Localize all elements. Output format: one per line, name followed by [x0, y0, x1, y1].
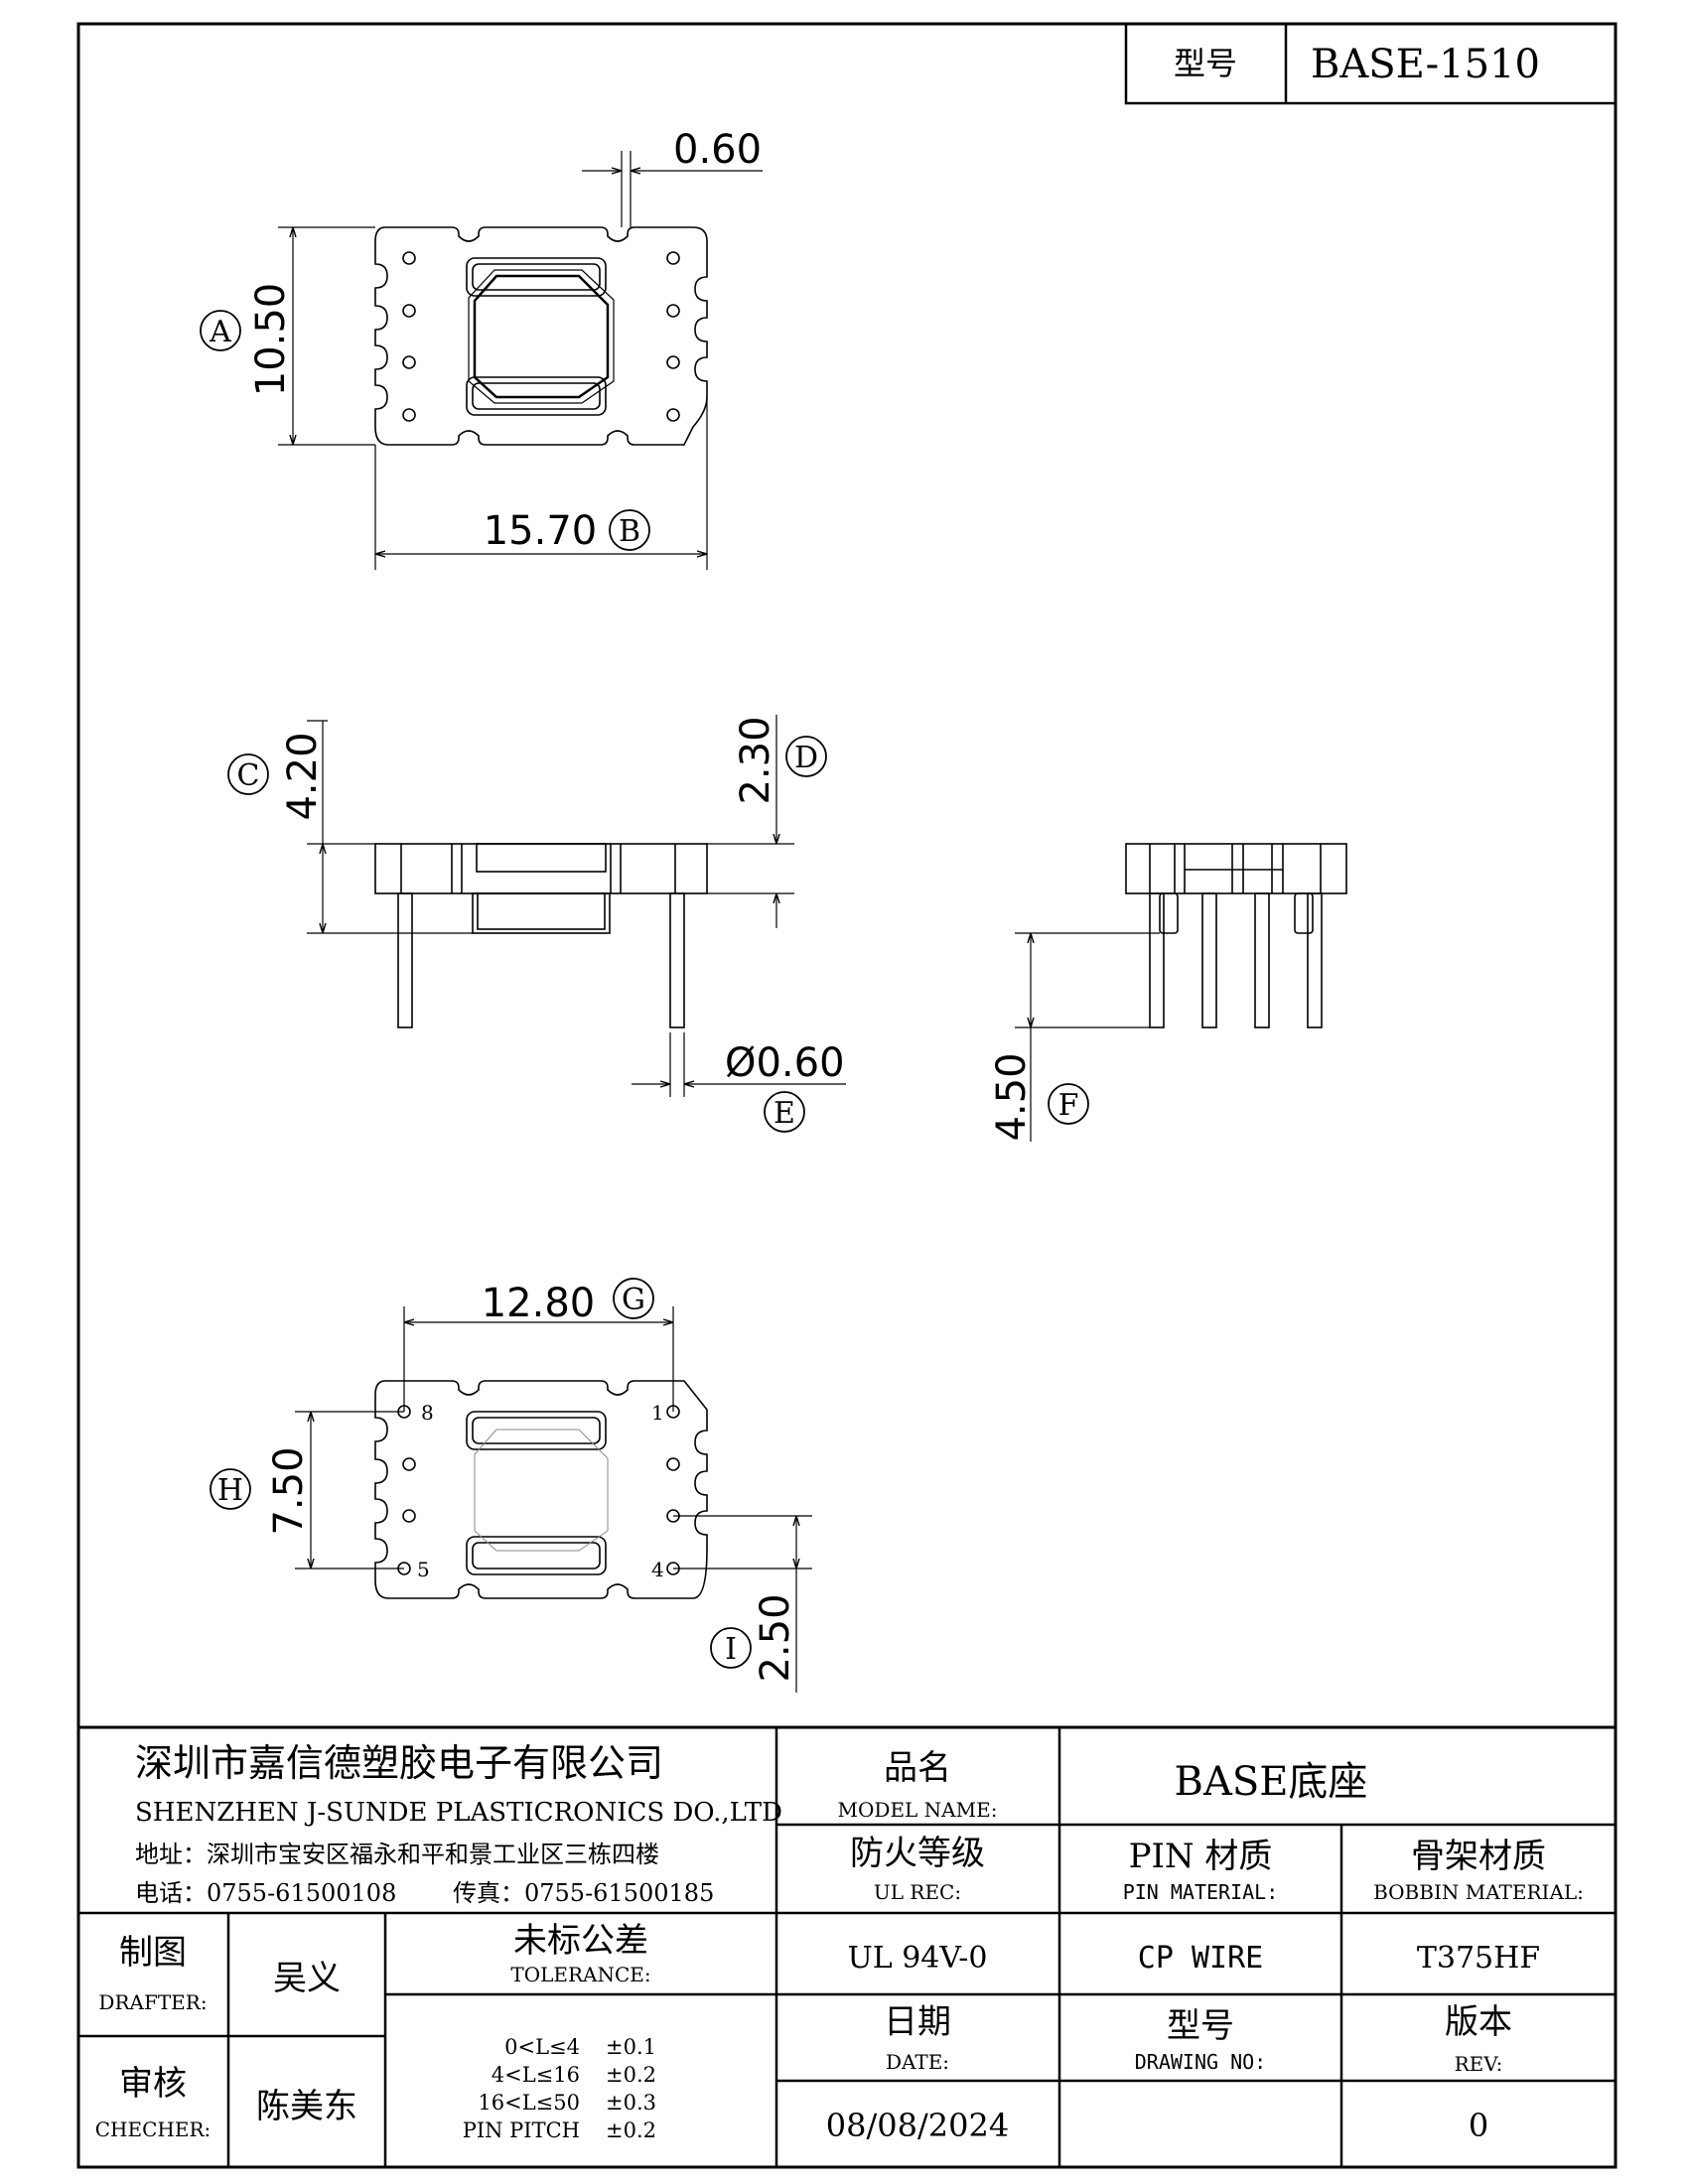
pin-number-8: 8 [421, 1401, 434, 1425]
dim-pitch-h: 7.50 [266, 1446, 312, 1535]
bobbin-material-value: T375HF [1417, 1941, 1540, 1976]
tolerance-range-1: 0<L≤4 [504, 2035, 580, 2059]
rev-label-en: REV: [1455, 2052, 1503, 2076]
checker-label-en: CHECHER: [95, 2117, 211, 2141]
dim-height-a: 10.50 [248, 283, 294, 397]
model-label: 型号 [1174, 45, 1237, 82]
pin-material-value: CP WIRE [1138, 1941, 1263, 1976]
svg-text:G: G [622, 1283, 645, 1317]
company-name-en: SHENZHEN J-SUNDE PLASTICRONICS DO.,LTD [135, 1798, 782, 1828]
top-view-outline [374, 226, 708, 446]
drawing-no-label-en: DRAWING NO: [1135, 2050, 1266, 2074]
svg-text:H: H [217, 1473, 243, 1508]
product-name-value: BASE底座 [1175, 1759, 1368, 1805]
svg-text:D: D [794, 741, 818, 775]
drafter-label-cn: 制图 [119, 1933, 187, 1973]
dim-pin-diameter: Ø0.60 [725, 1040, 845, 1086]
checker-label-cn: 审核 [119, 2064, 187, 2104]
tolerance-label-en: TOLERANCE: [510, 1963, 650, 1986]
pin-material-label-cn: PIN 材质 [1129, 1837, 1273, 1876]
dim-slot-width: 0.60 [673, 127, 762, 173]
tolerance-value-4: ±0.2 [606, 2118, 656, 2142]
drawing-no-label-cn: 型号 [1167, 2006, 1234, 2046]
company-fax: 传真：0755-61500185 [453, 1879, 714, 1907]
tolerance-value-2: ±0.2 [606, 2063, 656, 2087]
callout-a: A [200, 310, 241, 351]
svg-text:E: E [774, 1096, 795, 1131]
model-value: BASE-1510 [1311, 42, 1540, 87]
pin-number-4: 4 [651, 1558, 664, 1581]
pin-material-label-en: PIN MATERIAL: [1123, 1880, 1279, 1904]
callout-d: D [785, 736, 827, 777]
tolerance-value-3: ±0.3 [606, 2091, 656, 2115]
company-name-cn: 深圳市嘉信德塑胶电子有限公司 [135, 1741, 663, 1785]
bobbin-material-label-en: BOBBIN MATERIAL: [1373, 1880, 1584, 1904]
tolerance-value-1: ±0.1 [606, 2035, 656, 2059]
date-label-en: DATE: [886, 2050, 949, 2074]
dim-pitch-g: 12.80 [482, 1281, 596, 1326]
tolerance-range-4: PIN PITCH [463, 2118, 580, 2142]
callout-i: I [710, 1627, 752, 1669]
drafter-label-en: DRAFTER: [98, 1990, 207, 2014]
top-view [278, 151, 763, 570]
callout-g: G [613, 1278, 654, 1319]
dim-pin-length-f: 4.50 [989, 1052, 1035, 1141]
svg-text:C: C [237, 758, 260, 793]
bottom-view [295, 1306, 812, 1693]
dim-width-b: 15.70 [484, 508, 598, 554]
ul-label-en: UL REC: [874, 1880, 961, 1904]
rev-label-cn: 版本 [1445, 2002, 1512, 2042]
tolerance-table: 0<L≤4 ±0.1 4<L≤16 ±0.2 16<L≤50 ±0.3 PIN … [463, 2035, 656, 2142]
tolerance-range-2: 4<L≤16 [492, 2063, 580, 2087]
ul-label-cn: 防火等级 [850, 1834, 985, 1873]
callout-e: E [764, 1091, 805, 1133]
callout-f: F [1048, 1083, 1089, 1125]
pin-number-1: 1 [651, 1401, 664, 1425]
product-name-label-en: MODEL NAME: [838, 1798, 998, 1822]
svg-text:A: A [209, 315, 231, 349]
callout-b: B [609, 509, 650, 551]
bobbin-material-label-cn: 骨架材质 [1411, 1837, 1546, 1876]
side-view [307, 715, 846, 1097]
model-box: 型号 BASE-1510 [1124, 22, 1618, 105]
checker-value: 陈美东 [256, 2087, 357, 2126]
ul-value: UL 94V-0 [847, 1941, 987, 1976]
end-view [1015, 843, 1347, 1142]
rev-value: 0 [1469, 2107, 1488, 2144]
callout-c: C [227, 753, 269, 795]
date-value: 08/08/2024 [826, 2107, 1009, 2144]
dim-offset-i: 2.50 [753, 1593, 798, 1682]
company-address: 地址：深圳市宝安区福永和平和景工业区三栋四楼 [135, 1841, 659, 1868]
pin-number-5: 5 [417, 1558, 430, 1581]
drawing-frame [76, 22, 1618, 2169]
company-phone: 电话：0755-61500108 [135, 1879, 396, 1907]
tolerance-range-3: 16<L≤50 [478, 2091, 580, 2115]
date-label-cn: 日期 [884, 2002, 951, 2042]
tolerance-label-cn: 未标公差 [513, 1921, 648, 1961]
dim-height-c: 4.20 [280, 732, 326, 820]
svg-text:F: F [1058, 1088, 1079, 1123]
title-block [78, 1725, 1616, 2167]
svg-text:I: I [725, 1632, 737, 1667]
svg-text:B: B [619, 514, 640, 549]
product-name-label-cn: 品名 [884, 1748, 951, 1788]
dim-height-d: 2.30 [733, 716, 778, 804]
callout-h: H [210, 1468, 251, 1510]
drafter-value: 吴义 [273, 1959, 341, 1998]
